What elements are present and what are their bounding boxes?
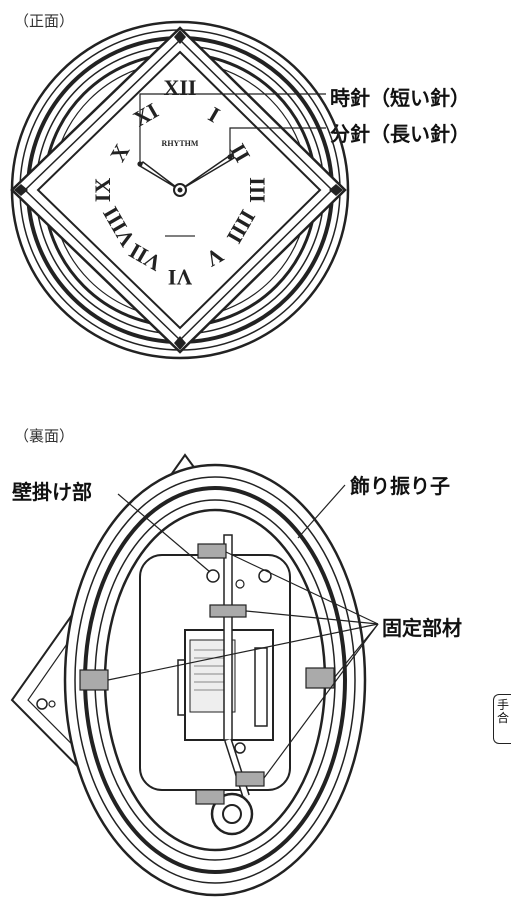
pendulum-leader — [297, 484, 346, 539]
fixing-part-right — [305, 667, 335, 689]
fixing-part-upper — [209, 604, 247, 618]
wall-hook-label: 壁掛け部 — [12, 480, 92, 504]
fixing-part-bottom — [235, 771, 265, 787]
fixing-parts-leader-5 — [263, 623, 379, 779]
pendulum-rod — [223, 534, 233, 741]
numeral-9: IX — [90, 178, 115, 203]
clock-dial — [36, 50, 322, 330]
numeral-12: XII — [163, 75, 196, 100]
wall-hook — [206, 569, 220, 583]
back-section-label: （裏面） — [14, 427, 75, 445]
fixing-parts-leader-2 — [245, 610, 379, 625]
front-section-label: （正面） — [14, 12, 75, 30]
fixing-part-top — [197, 543, 227, 559]
fixing-part-left — [79, 669, 109, 691]
pendulum-label: 飾り振り子 — [350, 474, 450, 498]
fixing-parts-leader-3 — [107, 623, 379, 681]
numeral-3: III — [245, 177, 270, 203]
hour-hand-leader — [139, 93, 326, 164]
side-tab: 手合 — [493, 694, 511, 744]
minute-hand-leader — [229, 127, 326, 157]
numeral-6: VI — [168, 265, 192, 290]
brand-logo: RHYTHM — [162, 139, 199, 148]
fixing-parts-label: 固定部材 — [382, 616, 462, 640]
minute-hand-label: 分針（長い針） — [330, 122, 470, 146]
hour-hand-label: 時針（短い針） — [330, 86, 470, 110]
minute-hand — [179, 152, 235, 191]
wall-hook-leader — [117, 493, 211, 573]
fixing-parts-leader-1 — [225, 551, 379, 625]
